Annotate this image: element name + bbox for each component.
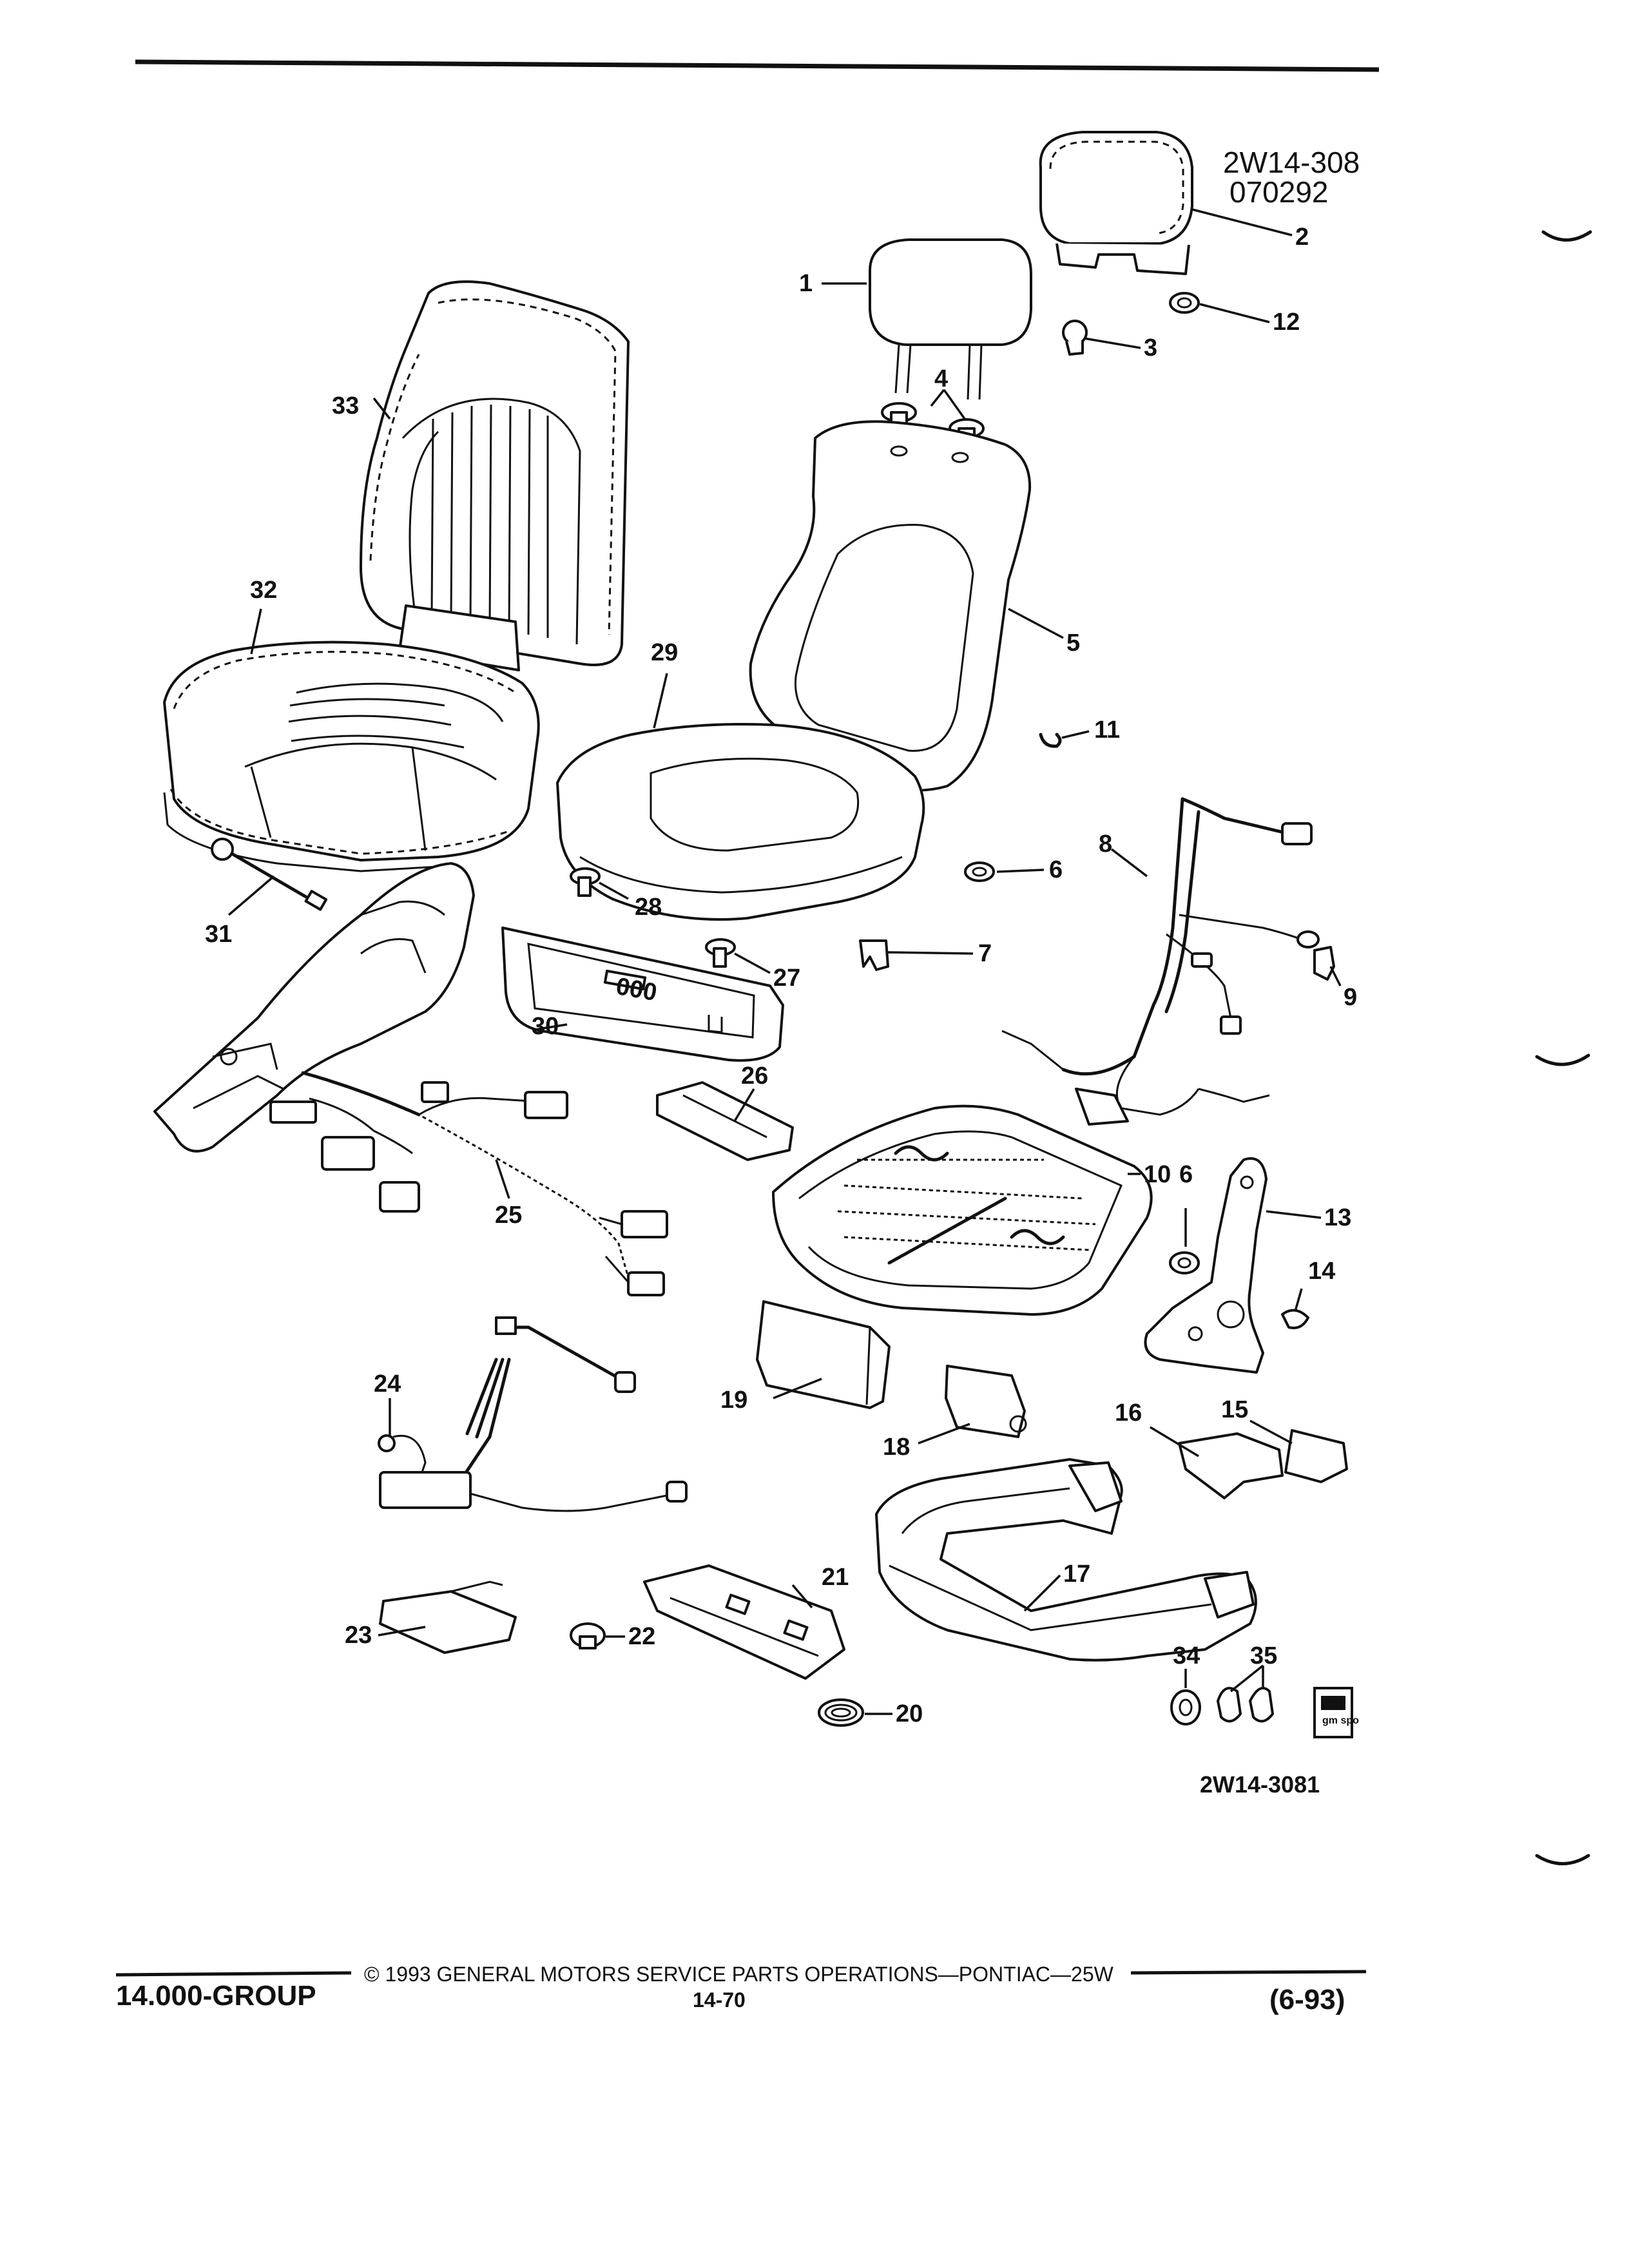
part-24-harness xyxy=(378,1316,688,1512)
part-34-nut xyxy=(1170,1689,1201,1725)
part-35-bushings xyxy=(1217,1687,1274,1723)
part-28-screw xyxy=(570,867,601,897)
binder-mark-2 xyxy=(1535,1053,1590,1066)
part-5-seat-back xyxy=(749,420,1032,792)
callout-25: 25 xyxy=(495,1202,522,1229)
callout-1: 1 xyxy=(799,270,813,297)
callout-29: 29 xyxy=(651,639,678,666)
callout-6a: 6 xyxy=(1049,856,1063,883)
leader-lines xyxy=(227,208,1342,1715)
callout-12: 12 xyxy=(1273,309,1300,336)
footer: 14.000-GROUP © 1993 GENERAL MOTORS SERVI… xyxy=(115,1963,1367,2015)
footer-group: 14.000-GROUP xyxy=(116,1980,316,2012)
callout-17: 17 xyxy=(1063,1561,1090,1588)
callout-9: 9 xyxy=(1344,984,1357,1011)
part-26-bracket xyxy=(656,1081,794,1161)
part-22-knob xyxy=(570,1622,606,1649)
gm-spo-logo: gm spo xyxy=(1313,1687,1359,1738)
callout-22: 22 xyxy=(628,1623,655,1650)
callout-19: 19 xyxy=(720,1387,747,1414)
footer-page: 14-70 xyxy=(693,1988,746,2012)
callout-33: 33 xyxy=(332,392,359,419)
drawing-ref-date: 070292 xyxy=(1229,175,1329,209)
part-10-seat-frame xyxy=(772,1104,1153,1316)
callout-8: 8 xyxy=(1099,831,1112,858)
callout-30: 30 xyxy=(532,1013,559,1040)
part-8-cable-assembly xyxy=(1001,797,1320,1126)
callout-35: 35 xyxy=(1250,1642,1277,1669)
callout-28: 28 xyxy=(635,894,662,921)
part-30-panel: 000 xyxy=(501,927,784,1062)
part-2-headrest xyxy=(1039,131,1193,275)
callout-6b: 6 xyxy=(1179,1161,1193,1188)
callout-31: 31 xyxy=(205,921,232,948)
part-29-cushion xyxy=(556,723,925,921)
part-3-clip xyxy=(1062,320,1088,356)
callout-11: 11 xyxy=(1094,716,1120,744)
part-25-harness xyxy=(269,1071,668,1296)
part-21-bracket xyxy=(643,1564,845,1680)
callout-15: 15 xyxy=(1221,1396,1248,1423)
callout-7: 7 xyxy=(978,940,992,967)
part-23-pad xyxy=(379,1581,517,1654)
callout-21: 21 xyxy=(822,1564,849,1591)
callout-2: 2 xyxy=(1295,224,1309,251)
callout-24: 24 xyxy=(374,1370,401,1398)
part-12-grommet xyxy=(1169,292,1200,314)
part-9-switch xyxy=(1313,946,1335,981)
part-15-switch xyxy=(1284,1429,1348,1483)
drawing-ref-bottom: 2W14-3081 xyxy=(1200,1771,1320,1798)
part-32-cushion-cover xyxy=(163,640,540,872)
svg-text:gm spo: gm spo xyxy=(1322,1715,1359,1726)
part-14-spring xyxy=(1281,1309,1309,1329)
drawing-ref-top: 2W14-308 xyxy=(1223,146,1360,179)
callout-18: 18 xyxy=(883,1434,910,1461)
callout-13: 13 xyxy=(1324,1204,1351,1231)
callout-34: 34 xyxy=(1173,1642,1200,1669)
binder-mark-1 xyxy=(1541,230,1592,242)
part-20-spring xyxy=(818,1698,864,1727)
callout-10: 10 xyxy=(1144,1161,1171,1188)
part-6-grommet-upper xyxy=(964,861,995,882)
binder-mark-3 xyxy=(1535,1854,1590,1865)
part-31-cable xyxy=(211,838,328,911)
footer-copyright: © 1993 GENERAL MOTORS SERVICE PARTS OPER… xyxy=(364,1963,1114,1986)
part-16-bracket xyxy=(1178,1432,1284,1499)
callout-27: 27 xyxy=(773,965,800,992)
callout-23: 23 xyxy=(345,1622,372,1649)
side-trim-panel xyxy=(153,862,475,1153)
callout-32: 32 xyxy=(250,577,277,604)
callouts: 1 2 3 4 5 6 6 7 8 9 10 11 12 13 14 15 16… xyxy=(205,224,1357,1727)
part-7-clip xyxy=(859,939,889,971)
callout-20: 20 xyxy=(896,1700,923,1727)
part-17-track-frame xyxy=(875,1458,1257,1662)
callout-3: 3 xyxy=(1144,334,1157,361)
part-18-motor xyxy=(945,1365,1027,1438)
part-13-recliner xyxy=(1144,1157,1268,1374)
callout-16: 16 xyxy=(1115,1399,1142,1427)
callout-26: 26 xyxy=(741,1062,768,1090)
callout-5: 5 xyxy=(1066,629,1080,657)
part-27-screw xyxy=(705,938,736,968)
part-33-back-cover xyxy=(360,280,630,671)
top-rule xyxy=(135,59,1380,72)
part-6-grommet-lower xyxy=(1169,1251,1200,1274)
callout-4: 4 xyxy=(934,365,948,392)
callout-14: 14 xyxy=(1308,1258,1335,1285)
part-11-clip xyxy=(1039,733,1062,748)
footer-revision: (6-93) xyxy=(1269,1984,1345,2015)
part-1-headrest xyxy=(869,238,1032,400)
part-19-actuator xyxy=(756,1300,891,1409)
